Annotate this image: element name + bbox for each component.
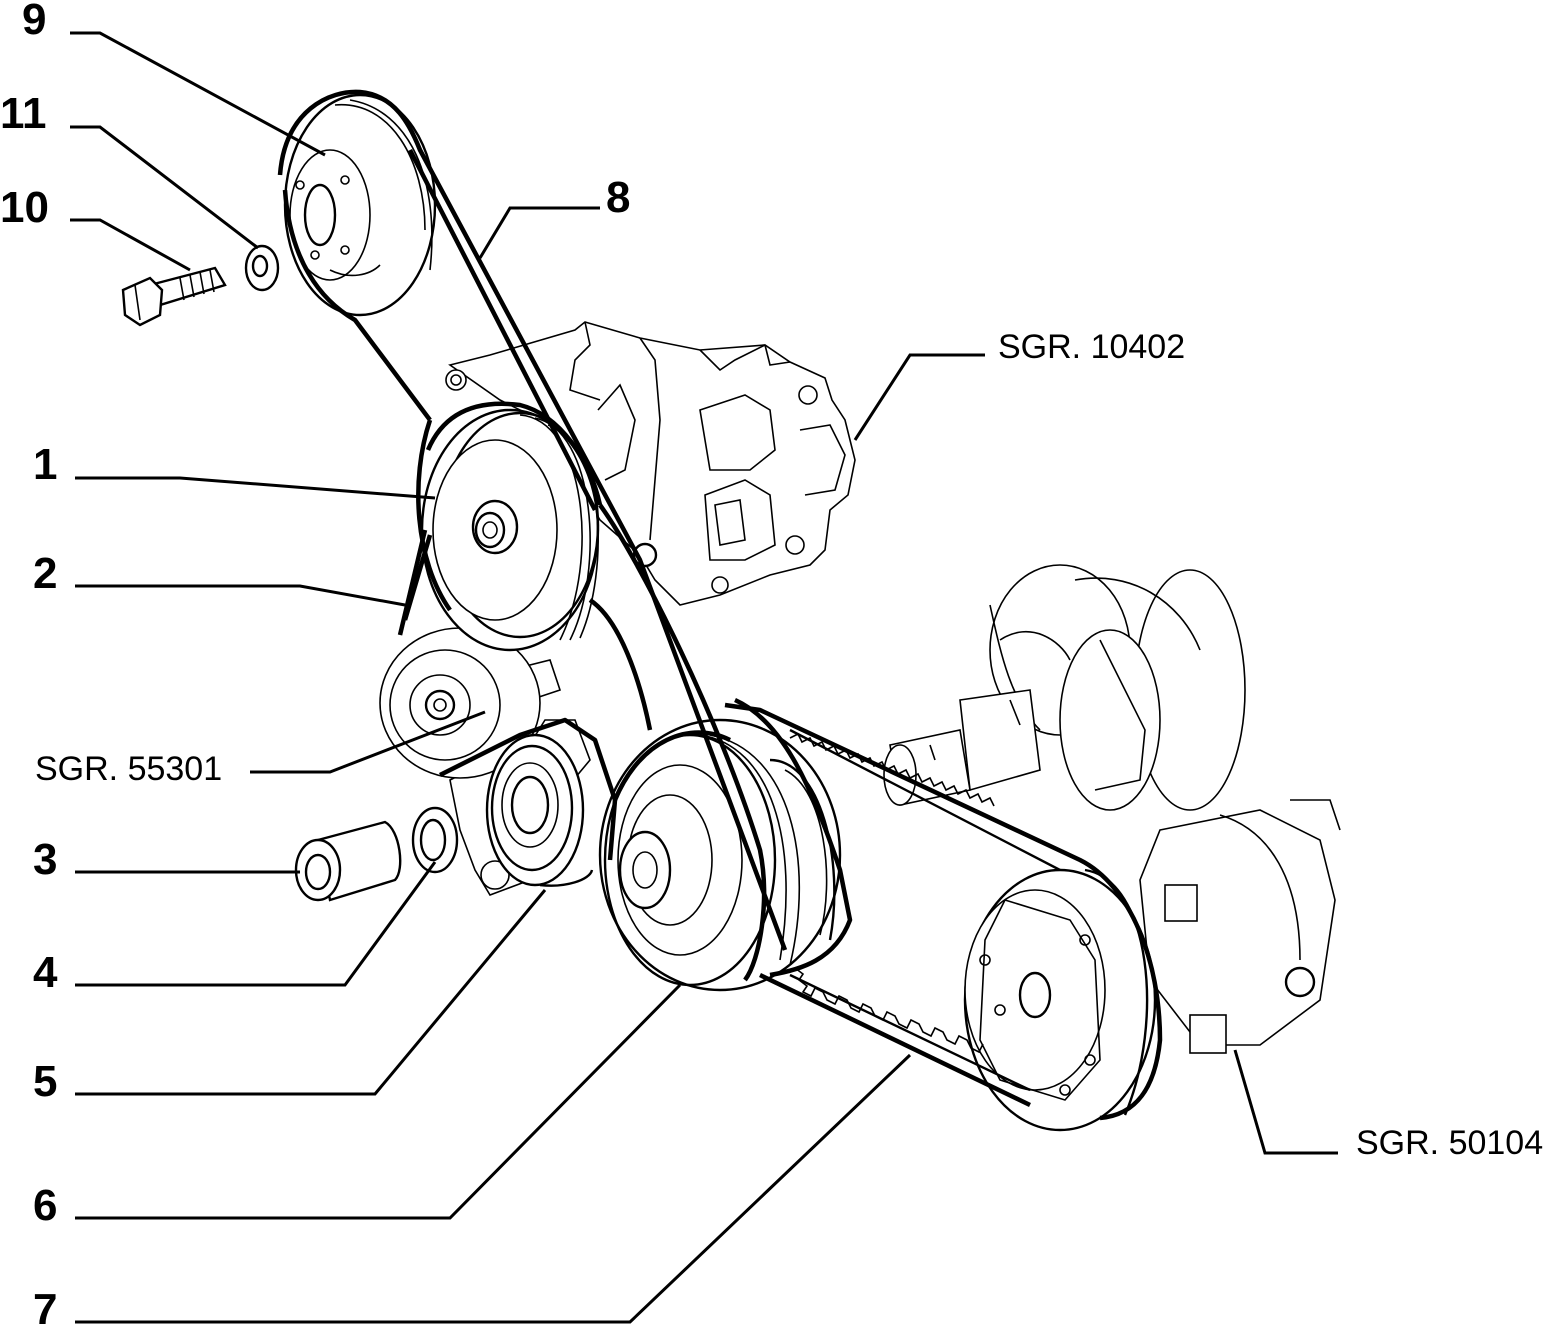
pulley-part-6: [598, 718, 842, 992]
leader-5: [75, 889, 547, 1096]
callout-4: 4: [33, 948, 58, 997]
tensioner-pulley: [379, 627, 541, 779]
reference-labels: SGR. 10402 SGR. 55301 SGR. 50104: [35, 328, 1543, 1162]
belt-part-8: [277, 89, 788, 982]
belt-part-2: [397, 401, 732, 861]
leader-8: [478, 206, 600, 259]
leader-2: [75, 584, 406, 607]
ref-sgr-55301: SGR. 55301: [35, 750, 222, 788]
callout-5: 5: [33, 1057, 57, 1106]
leader-1: [75, 476, 436, 500]
pulley-part-5: [485, 733, 594, 887]
crankshaft: [883, 564, 1341, 1054]
pulley-crank-rear: [769, 758, 836, 941]
callout-8: 8: [606, 173, 630, 222]
callout-11: 11: [0, 89, 47, 138]
bolt-part-10: [121, 266, 227, 327]
pulley-part-9: [283, 93, 437, 317]
leader-sgr-50104: [1233, 1049, 1338, 1155]
callout-labels: 9 11 10 8 1 2 3 4 5 6 7: [0, 0, 630, 1328]
callout-9: 9: [22, 0, 46, 44]
callout-6: 6: [33, 1181, 57, 1230]
callout-10: 10: [0, 183, 49, 232]
leader-9: [70, 31, 326, 157]
callout-2: 2: [33, 549, 57, 598]
leader-6: [75, 983, 682, 1220]
callout-1: 1: [33, 440, 57, 489]
leader-11: [70, 125, 259, 250]
belt-part-7: [724, 697, 1163, 1121]
washer-part-11: [244, 244, 280, 292]
leader-7: [75, 1053, 912, 1324]
leader-sgr-55301: [250, 710, 486, 774]
callout-7: 7: [33, 1285, 57, 1328]
leader-10: [70, 218, 191, 272]
ring-part-4: [411, 806, 459, 874]
leader-sgr-10402: [853, 353, 985, 441]
spacer-part-3: [294, 820, 402, 902]
ref-sgr-10402: SGR. 10402: [998, 328, 1185, 366]
leader-lines: [70, 31, 1338, 1324]
ref-sgr-50104: SGR. 50104: [1356, 1124, 1543, 1162]
callout-3: 3: [33, 835, 57, 884]
leader-4: [75, 861, 437, 987]
